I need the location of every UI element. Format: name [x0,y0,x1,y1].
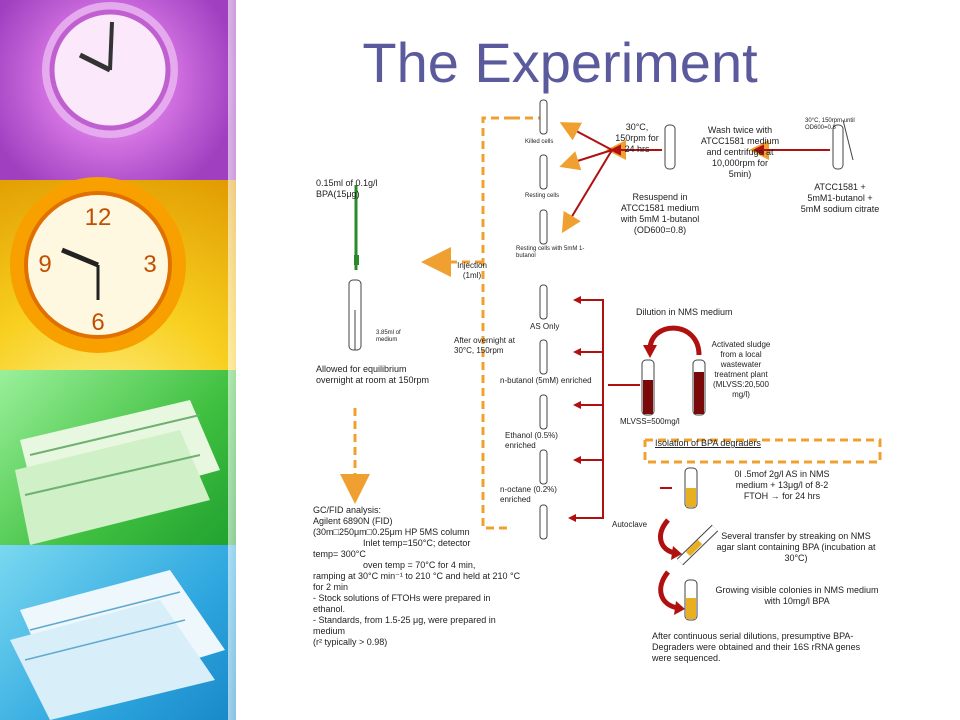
curved-arrow-icon [658,570,679,611]
equilibrium-label: Allowed for equilibrium overnight at roo… [316,364,430,385]
resting-butanol-label: Resting cells with 5mM 1-butanol [516,246,585,259]
analysis-line: ramping at 30°C min⁻¹ to 210 °C and held… [313,571,521,581]
books-stack-icon [15,400,220,545]
analysis-line: (r² typically > 0.98) [313,637,388,647]
dilution-label: Dilution in NMS medium [636,307,733,317]
analysis-line: for 2 min [313,582,349,592]
analysis-line: temp= 300°C [313,549,366,559]
test-tube-icon [539,99,844,540]
isolation-step-4: After continuous serial dilutions, presu… [652,631,861,663]
svg-text:12: 12 [85,204,112,231]
slant-tube-icon [676,524,719,566]
analysis-line: GC/FID analysis: [313,505,382,515]
sidebar-fade [228,0,268,720]
test-tube-icon [684,467,698,621]
mlvss-label: MLVSS=500mg/l [620,417,680,426]
autoclave-label: Autoclave [612,520,648,529]
svg-text:9: 9 [38,251,51,278]
medium-label: 3.85ml of medium [376,330,401,343]
octane-label: n-octane (0.2%) enriched [500,485,557,504]
analysis-line: - Stock solutions of FTOHs were prepared… [313,593,491,603]
isolation-step-3: Growing visible colonies in NMS medium w… [715,585,879,606]
curved-arrow-icon [647,325,702,356]
analysis-line: Agilent 6890N (FID) [313,516,393,526]
wall-clock-icon [42,2,178,138]
slide-title: The Experiment [362,31,758,94]
svg-text:3: 3 [143,251,156,278]
analysis-line: Inlet temp=150°C; detector [313,538,471,548]
killed-cells-label: Killed cells [525,139,554,145]
wash-label: Wash twice with ATCC1581 medium and cent… [700,125,780,179]
after-overnight-label: After overnight at 30°C, 150rpm [454,336,515,355]
dashed-connector [340,116,882,530]
resting-cells-label: Resting cells [525,193,560,199]
isolation-step-1: 0l .5mof 2g/l AS in NMS medium + 13μg/l … [734,469,830,501]
analysis-line: - Standards, from 1.5-25 μg, were prepar… [313,615,496,625]
incubation-label: 30°C, 150rpm for 24 hrs [615,122,659,154]
bpa-label: 0.15ml of 0.1g/l BPA(15μg) [316,178,378,199]
butanol-label: n-butanol (5mM) enriched [500,376,592,385]
injection-label: Injection (1ml) [457,261,487,280]
analysis-line: ethanol. [313,604,346,614]
analysis-line: oven temp = 70°C for 4 min, [313,560,476,570]
analysis-line: (30m□250μm□0.25μm HP 5MS column [313,527,470,537]
sidebar-photo-collage: 12 3 6 9 [0,0,236,720]
isolation-step-2: Several transfer by streaking on NMS aga… [716,531,876,563]
culture-label: ATCC1581 + 5mM1-butanol + 5mM sodium cit… [800,182,880,214]
analysis-line: medium [313,626,346,636]
gc-fid-analysis-block: GC/FID analysis: Agilent 6890N (FID) (30… [313,505,563,648]
syringe-icon [348,185,362,351]
ethanol-label: Ethanol (0.5%) enriched [505,431,558,450]
alarm-clock-icon: 12 3 6 9 [10,177,186,353]
process-arrow [575,299,672,519]
resuspend-label: Resuspend in ATCC1581 medium with 5mM 1-… [620,192,700,235]
svg-text:6: 6 [91,309,104,336]
culture-conditions-label: 30°C, 150rpm until OD600=0.8 [805,118,855,131]
isolation-heading: Isolation of BPA degraders [655,438,761,448]
curved-arrow-icon [658,518,676,556]
as-only-label: AS Only [530,322,560,331]
sludge-bottle-icon [641,359,706,416]
activated-sludge-label: Activated sludge from a local wastewater… [711,340,771,399]
paper-stack-icon [10,570,225,720]
